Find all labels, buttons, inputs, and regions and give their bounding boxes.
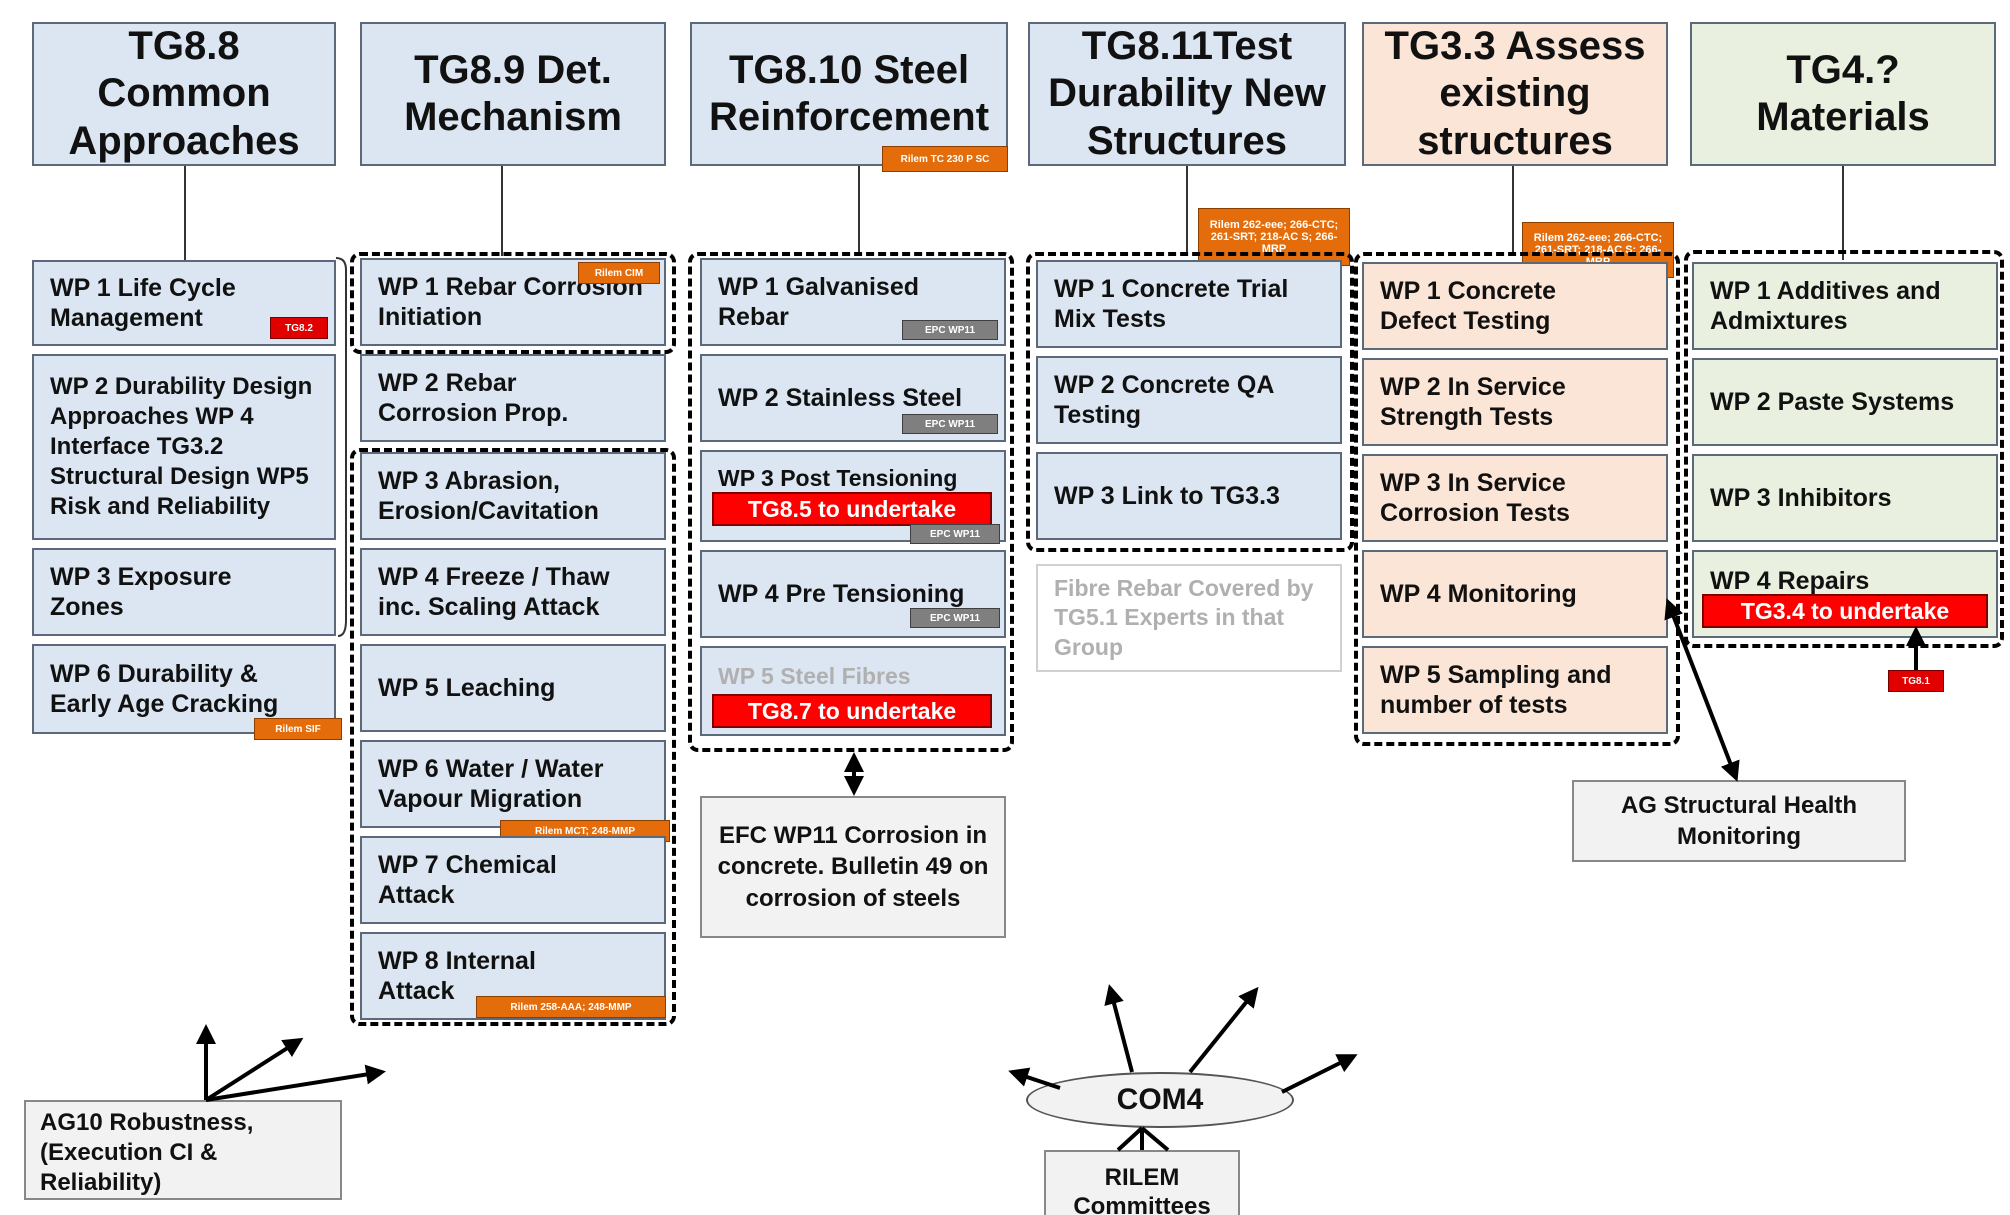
- col4-header-tag: Rilem 262-eee; 266-CTC; 261-SRT; 218-AC …: [1198, 208, 1350, 266]
- col2-wp3: WP 3 Abrasion, Erosion/Cavitation: [360, 452, 666, 540]
- col2-wp5-label: WP 5 Leaching: [378, 673, 556, 702]
- com4-arrow-upright: [1188, 986, 1259, 1074]
- connector-line: [184, 166, 186, 260]
- com4-arrow-up: [1104, 984, 1134, 1073]
- col4-group-dashed: [1026, 252, 1354, 552]
- connector-line: [501, 166, 503, 256]
- col3-wp3-red-banner: TG8.5 to undertake: [712, 492, 992, 526]
- com4-ellipse: COM4: [1026, 1072, 1294, 1128]
- col3-wp3-tag: EPC WP11: [910, 524, 1000, 544]
- col3-wp5-label: WP 5 Steel Fibres: [718, 663, 911, 689]
- col2-wp2-label: WP 2 Rebar Corrosion Prop.: [378, 368, 569, 428]
- bracket-col1: [335, 257, 347, 637]
- connector-line: [1186, 166, 1188, 256]
- header-tg4: TG4.? Materials: [1690, 22, 1996, 166]
- col2-wp5: WP 5 Leaching: [360, 644, 666, 732]
- col2-wp7: WP 7 Chemical Attack: [360, 836, 666, 924]
- col1-wp1-tag: TG8.2: [270, 317, 328, 339]
- fibre-rebar-note: Fibre Rebar Covered by TG5.1 Experts in …: [1036, 564, 1342, 672]
- col3-wp1-tag: EPC WP11: [902, 320, 998, 340]
- col1-wp2-label: WP 2 Durability Design Approaches WP 4 I…: [50, 373, 313, 520]
- col6-wp2-label: WP 2 Paste Systems: [1710, 387, 1955, 416]
- col6-wp1: WP 1 Additives and Admixtures: [1692, 262, 1998, 350]
- ag10-robustness-note: AG10 Robustness, (Execution CI & Reliabi…: [24, 1100, 342, 1200]
- com4-rilem-link: [1116, 1126, 1144, 1152]
- com4-arrow-right: [1281, 1054, 1358, 1094]
- col5-wp1-label: WP 1 Concrete Defect Testing: [1380, 276, 1556, 336]
- col2-wp7-label: WP 7 Chemical Attack: [378, 850, 557, 910]
- col3-wp5-red-banner: TG8.7 to undertake: [712, 694, 992, 728]
- col3-wp2-tag: EPC WP11: [902, 414, 998, 434]
- col6-wp3-label: WP 3 Inhibitors: [1710, 483, 1892, 512]
- connector-line: [1512, 166, 1514, 254]
- col4-wp3-label: WP 3 Link to TG3.3: [1054, 481, 1280, 510]
- col5-wp1: WP 1 Concrete Defect Testing: [1362, 262, 1668, 350]
- col1-wp1: WP 1 Life Cycle Management: [32, 260, 336, 346]
- col6-wp1-label: WP 1 Additives and Admixtures: [1710, 276, 1941, 336]
- com4-rilem-link: [1140, 1126, 1170, 1152]
- col1-wp2: WP 2 Durability Design Approaches WP 4 I…: [32, 354, 336, 540]
- col2-wp2: WP 2 Rebar Corrosion Prop.: [360, 354, 666, 442]
- col1-wp1-label: WP 1 Life Cycle Management: [50, 273, 236, 333]
- rilem-committees-note: RILEM Committees: [1044, 1150, 1240, 1215]
- col5-wp5-label: WP 5 Sampling and number of tests: [1380, 660, 1612, 720]
- col6-group-dashed: [1684, 250, 2004, 648]
- col4-wp1: WP 1 Concrete Trial Mix Tests: [1036, 260, 1342, 348]
- connector-line: [1842, 166, 1844, 260]
- col1-wp3-label: WP 3 Exposure Zones: [50, 562, 232, 622]
- header-tg8-11: TG8.11Test Durability New Structures: [1028, 22, 1346, 166]
- col2-wp6-label: WP 6 Water / Water Vapour Migration: [378, 754, 604, 814]
- header-tg8-8: TG8.8 Common Approaches: [32, 22, 336, 166]
- col5-wp2: WP 2 In Service Strength Tests: [1362, 358, 1668, 446]
- col2-wp3-label: WP 3 Abrasion, Erosion/Cavitation: [378, 466, 599, 526]
- col4-wp1-label: WP 1 Concrete Trial Mix Tests: [1054, 274, 1289, 334]
- col3-wp3-label: WP 3 Post Tensioning: [718, 465, 958, 491]
- col5-wp4: WP 4 Monitoring: [1362, 550, 1668, 638]
- col6-wp4-label: WP 4 Repairs: [1710, 567, 1870, 595]
- col2-wp8-tag: Rilem 258-AAA; 248-MMP: [476, 996, 666, 1018]
- col4-wp2-label: WP 2 Concrete QA Testing: [1054, 370, 1274, 430]
- col5-wp3-label: WP 3 In Service Corrosion Tests: [1380, 468, 1570, 528]
- col5-wp3: WP 3 In Service Corrosion Tests: [1362, 454, 1668, 542]
- ag-structural-health-note: AG Structural Health Monitoring: [1572, 780, 1906, 862]
- col3-wp4-label: WP 4 Pre Tensioning: [718, 579, 965, 608]
- col2-wp1-label: WP 1 Rebar Corrosion Initiation: [378, 272, 643, 332]
- col6-tg8-1-tag: TG8.1: [1888, 670, 1944, 692]
- col4-wp2: WP 2 Concrete QA Testing: [1036, 356, 1342, 444]
- col2-group-dashed-bottom: [350, 448, 676, 1026]
- col3-wp4-tag: EPC WP11: [910, 608, 1000, 628]
- ag10-arrow-right: [205, 1064, 386, 1102]
- header-tg8-10: TG8.10 Steel Reinforcement: [690, 22, 1008, 166]
- efc-wp11-note: EFC WP11 Corrosion in concrete. Bulletin…: [700, 796, 1006, 938]
- col2-wp4-label: WP 4 Freeze / Thaw inc. Scaling Attack: [378, 562, 610, 622]
- col6-wp2: WP 2 Paste Systems: [1692, 358, 1998, 446]
- col5-wp4-label: WP 4 Monitoring: [1380, 579, 1577, 608]
- col3-group-dashed: [688, 252, 1014, 752]
- col4-wp3: WP 3 Link to TG3.3: [1036, 452, 1342, 540]
- header-tg8-9: TG8.9 Det. Mechanism: [360, 22, 666, 166]
- col5-wp5: WP 5 Sampling and number of tests: [1362, 646, 1668, 734]
- col1-wp6-label: WP 6 Durability & Early Age Cracking: [50, 659, 279, 719]
- col2-wp1-tag: Rilem CIM: [578, 262, 660, 284]
- col3-header-tag: Rilem TC 230 P SC: [882, 146, 1008, 172]
- col2-group-dashed-top: [350, 252, 676, 354]
- ag10-arrow-upright: [204, 1037, 304, 1102]
- col2-wp1: WP 1 Rebar Corrosion Initiation: [360, 258, 666, 346]
- col2-wp4: WP 4 Freeze / Thaw inc. Scaling Attack: [360, 548, 666, 636]
- col5-wp2-label: WP 2 In Service Strength Tests: [1380, 372, 1566, 432]
- col3-wp1-label: WP 1 Galvanised Rebar: [718, 272, 920, 332]
- col6-wp4-red-banner: TG3.4 to undertake: [1702, 594, 1988, 628]
- col5-group-dashed: [1354, 252, 1680, 746]
- col1-wp6-tag: Rilem SIF: [254, 718, 342, 740]
- header-tg3-3: TG3.3 Assess existing structures: [1362, 22, 1668, 166]
- col2-wp8-label: WP 8 Internal Attack: [378, 946, 536, 1006]
- col3-wp2-label: WP 2 Stainless Steel: [718, 383, 963, 412]
- col1-wp3: WP 3 Exposure Zones: [32, 548, 336, 636]
- connector-line: [858, 166, 860, 254]
- col6-wp3: WP 3 Inhibitors: [1692, 454, 1998, 542]
- col2-wp6: WP 6 Water / Water Vapour Migration: [360, 740, 666, 828]
